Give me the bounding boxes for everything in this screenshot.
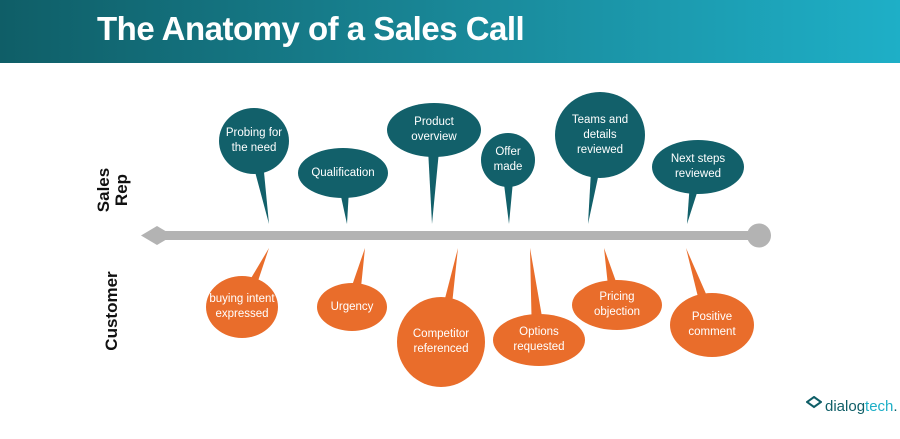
customer-bubble-urgency-text: Urgency: [330, 300, 374, 313]
customer-bubble-pricing-objection: [572, 280, 662, 330]
customer-bubble-buying-intent-expressed-text: buying intent expressed: [209, 293, 275, 320]
customer-bubble-competitor-referenced-text: Competitor referenced: [412, 328, 470, 355]
timeline-bar: [155, 231, 760, 240]
rep-bubble-product-overview: [387, 103, 481, 157]
rep-bubble-offer-made-text: Offer made: [493, 146, 523, 173]
logo-text-accent: tech: [865, 398, 894, 415]
logo-text-suffix: .: [893, 398, 898, 415]
rep-bubble-qualification: [298, 148, 388, 198]
rep-bubble-probing-for-the-need-text: Probing for the need: [225, 127, 283, 154]
logo-text: dialogtech.: [825, 398, 898, 415]
timeline: [141, 223, 771, 248]
logo-text-main: dialog: [825, 398, 866, 415]
rep-bubbles: [219, 92, 744, 224]
dialogtech-logo: dialogtech.: [806, 396, 898, 418]
customer-bubble-positive-comment: [670, 293, 754, 357]
rep-bubble-teams-and-details-reviewed-text: Teams and details reviewed: [571, 113, 629, 156]
rep-bubble-offer-made: [481, 133, 535, 187]
rep-bubble-next-steps-reviewed: [652, 140, 744, 194]
timeline-end-dot: [747, 223, 771, 248]
timeline-start-diamond: [141, 226, 173, 245]
rep-bubble-qualification-text: Qualification: [311, 166, 375, 179]
customer-bubbles: [206, 248, 754, 387]
customer-bubble-options-requested: [493, 314, 585, 366]
customer-bubble-competitor-referenced: [397, 297, 485, 387]
customer-bubble-positive-comment-text: Positive comment: [688, 311, 736, 338]
customer-bubble-options-requested-text: Options requested: [513, 326, 565, 353]
rep-bubble-next-steps-reviewed-text: Next steps reviewed: [670, 153, 726, 180]
header-banner: The Anatomy of a Sales Call: [0, 0, 900, 63]
rep-bubble-probing-for-the-need: [219, 108, 289, 174]
customer-bubble-urgency: [317, 283, 387, 331]
rep-bubble-product-overview-text: Product overview: [411, 116, 457, 143]
customer-bubble-pricing-objection-text: Pricing objection: [593, 291, 641, 318]
page-title: The Anatomy of a Sales Call: [97, 10, 525, 47]
rep-bubble-teams-and-details-reviewed: [555, 92, 645, 178]
logo-mark-icon: [806, 396, 822, 409]
customer-bubble-buying-intent-expressed: [206, 276, 278, 338]
